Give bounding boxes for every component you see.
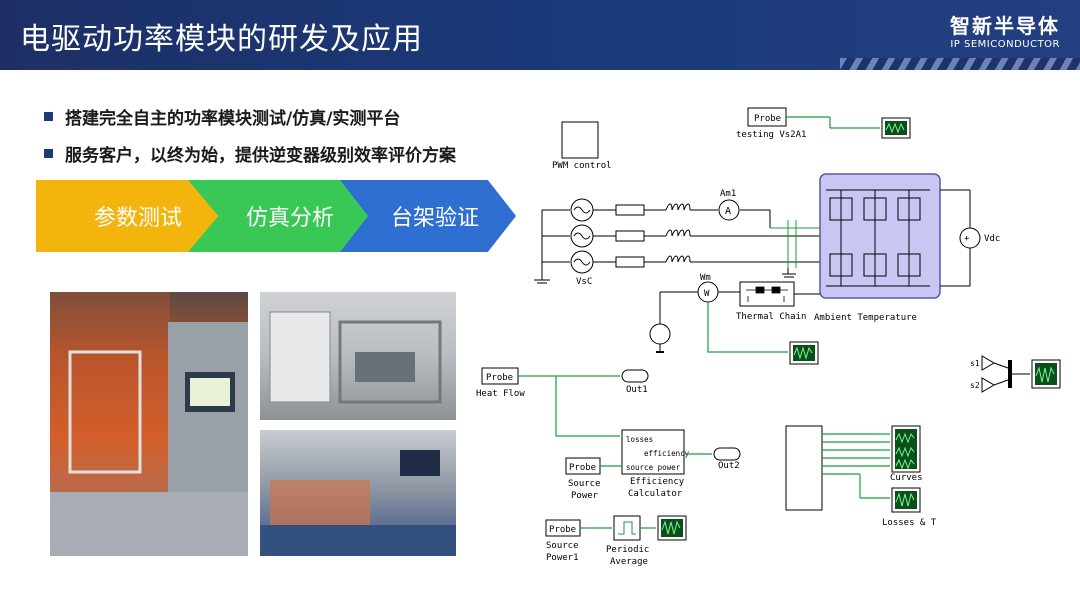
thermal-chain-block[interactable] — [739, 281, 795, 307]
eff-label-2: Calculator — [628, 489, 683, 499]
bullet-item: 搭建完全自主的功率模块测试/仿真/实测平台 — [44, 104, 456, 129]
source-power1-label-1: Source — [546, 541, 579, 551]
pwm-label: PWM control — [552, 161, 612, 171]
s1-input-icon[interactable] — [981, 355, 995, 371]
photo-test-cabinet — [50, 292, 248, 556]
ammeter-icon[interactable] — [718, 199, 740, 221]
bench-setup-illustration — [260, 450, 456, 556]
out1-label: Out1 — [626, 385, 648, 395]
test-cabinet-illustration — [50, 292, 248, 556]
source-power-label-1: Source — [568, 479, 601, 489]
step-bench-verification: 台架验证 — [340, 180, 516, 252]
eff-input-losses: losses — [626, 435, 653, 444]
heat-flow-label: Heat Flow — [476, 389, 525, 399]
brand-name-en: IP SEMICONDUCTOR — [950, 39, 1060, 50]
curves-label: Curves — [890, 473, 923, 483]
ambient-label: Ambient Temperature — [814, 313, 917, 323]
out1-port[interactable] — [621, 369, 649, 383]
ammeter-label: Am1 — [720, 189, 736, 199]
probe-heat-label: Probe — [486, 373, 513, 383]
s2-input-icon[interactable] — [981, 377, 995, 393]
eff-output-efficiency: efficiency — [644, 449, 690, 458]
s2-label: s2 — [970, 381, 980, 390]
wattmeter-symbol: W — [704, 289, 710, 299]
periodic-average-block[interactable] — [613, 515, 641, 541]
brand-name-cn: 智新半导体 — [950, 14, 1060, 38]
brand-logo: 智新半导体 IP SEMICONDUCTOR — [950, 10, 1060, 50]
process-flow: 参数测试 仿真分析 台架验证 — [36, 180, 516, 252]
wattmeter-label: Wm — [700, 273, 711, 283]
power-source-icon[interactable] — [649, 323, 671, 345]
bullet-text: 服务客户，以终为始，提供逆变器级别效率评价方案 — [65, 146, 456, 166]
header-stripe — [840, 58, 1080, 70]
photo-test-bench — [260, 292, 456, 420]
ammeter-symbol: A — [725, 206, 731, 217]
efficiency-calculator-block[interactable] — [621, 429, 685, 475]
test-bench-illustration — [269, 311, 442, 404]
bullet-text: 搭建完全自主的功率模块测试/仿真/实测平台 — [65, 109, 401, 129]
pwm-control-block[interactable] — [561, 121, 599, 159]
header-bar: 电驱动功率模块的研发及应用 智新半导体 IP SEMICONDUCTOR — [0, 0, 1080, 70]
step-label: 仿真分析 — [245, 206, 334, 231]
source-power-label-2: Power — [571, 491, 599, 501]
page-title: 电驱动功率模块的研发及应用 — [20, 22, 423, 57]
curves-source-block[interactable] — [785, 425, 823, 511]
eff-input-source-power: source power — [626, 463, 681, 472]
voltage-sources — [570, 198, 594, 274]
s1-label: s1 — [970, 359, 980, 368]
periodic-label-1: Periodic — [606, 545, 649, 555]
vdc-label: Vdc — [984, 234, 1000, 244]
step-label: 参数测试 — [93, 206, 182, 231]
probe-source-label: Probe — [569, 463, 596, 473]
probe-source1-label: Probe — [549, 525, 576, 535]
dc-source-icon[interactable] — [959, 227, 981, 249]
svg-text:+: + — [964, 234, 970, 244]
source-power1-label-2: Power1 — [546, 553, 579, 563]
step-parameter-test: 参数测试 — [36, 180, 226, 252]
inverter-module[interactable] — [819, 173, 941, 299]
probe-testing-label: Probe — [754, 114, 781, 124]
vsc-label: VsC — [576, 277, 592, 287]
bullet-square-icon — [44, 112, 53, 121]
eff-label-1: Efficiency — [630, 477, 685, 487]
periodic-label-2: Average — [610, 557, 648, 567]
out2-port[interactable] — [713, 447, 741, 461]
bullet-list: 搭建完全自主的功率模块测试/仿真/实测平台 服务客户，以终为始，提供逆变器级别效… — [44, 104, 456, 178]
simulation-schematic: Probe testing Vs2A1 PWM control VsC — [476, 107, 1061, 567]
photo-bench-setup — [260, 430, 456, 556]
testing-label: testing Vs2A1 — [736, 130, 806, 140]
step-simulation: 仿真分析 — [188, 180, 378, 252]
thermal-label: Thermal Chain — [736, 312, 806, 322]
step-label: 台架验证 — [390, 206, 479, 231]
igbt-switches — [826, 189, 930, 287]
bullet-item: 服务客户，以终为始，提供逆变器级别效率评价方案 — [44, 141, 456, 166]
bullet-square-icon — [44, 149, 53, 158]
losses-label: Losses & T — [882, 518, 937, 528]
out2-label: Out2 — [718, 461, 740, 471]
